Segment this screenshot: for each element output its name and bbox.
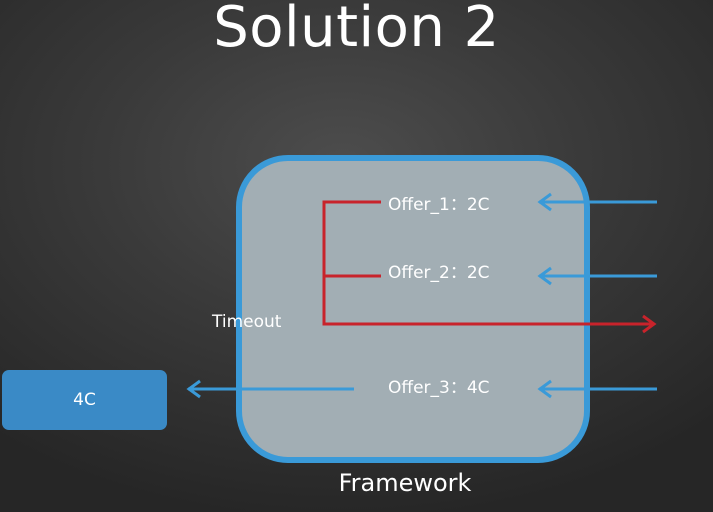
result-box: 4C bbox=[2, 370, 167, 430]
timeout-label: Timeout bbox=[212, 312, 282, 332]
offer-3-label: Offer_3：4C bbox=[388, 378, 490, 398]
incoming-arrow-offer-2 bbox=[537, 266, 657, 286]
offer-2-label: Offer_2：2C bbox=[388, 263, 490, 283]
framework-label: Framework bbox=[338, 469, 472, 497]
outgoing-arrow-result bbox=[186, 379, 354, 399]
offer-1-label: Offer_1：2C bbox=[388, 195, 490, 215]
result-label: 4C bbox=[73, 390, 96, 410]
framework-box bbox=[236, 155, 590, 463]
incoming-arrow-offer-1 bbox=[537, 192, 657, 212]
incoming-arrow-offer-3 bbox=[537, 379, 657, 399]
timeout-bracket bbox=[322, 200, 381, 326]
timeout-arrow bbox=[322, 314, 657, 334]
slide-title: Solution 2 bbox=[213, 0, 500, 60]
